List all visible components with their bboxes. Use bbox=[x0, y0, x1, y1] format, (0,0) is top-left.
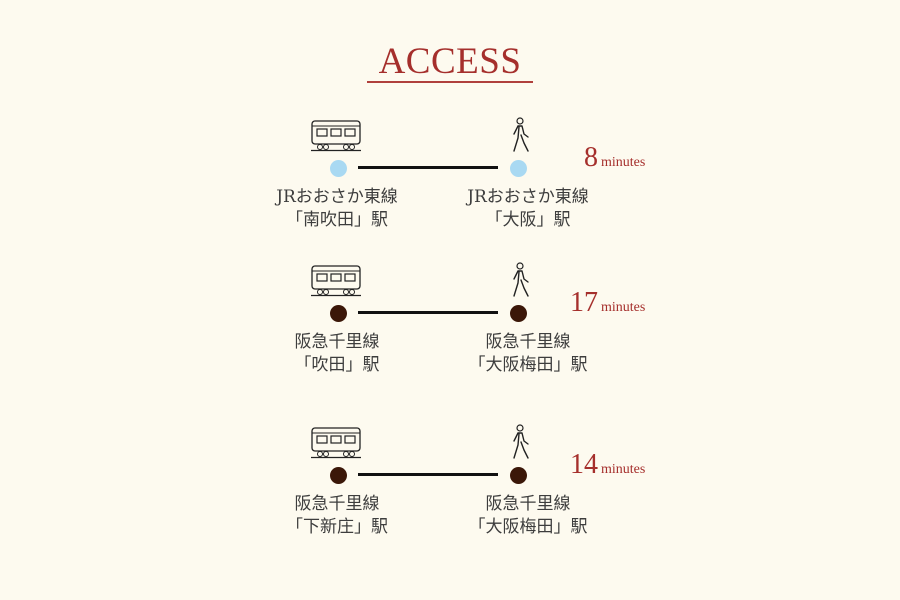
title-underline bbox=[367, 81, 533, 83]
destination-station: 「大阪」駅 bbox=[485, 210, 571, 230]
origin-station-label: 阪急千里線「下新庄」駅 bbox=[237, 493, 437, 539]
destination-station: 「大阪梅田」駅 bbox=[468, 355, 588, 375]
origin-line: JRおおさか東線 bbox=[276, 187, 398, 207]
destination-station-label: 阪急千里線「大阪梅田」駅 bbox=[428, 331, 628, 377]
train-icon bbox=[311, 265, 361, 297]
train-icon bbox=[311, 427, 361, 459]
minutes-unit: minutes bbox=[601, 462, 646, 477]
minutes-unit: minutes bbox=[601, 155, 646, 170]
origin-station-dot bbox=[330, 467, 347, 484]
minutes-value: 17 bbox=[570, 287, 598, 318]
destination-station-dot bbox=[510, 305, 527, 322]
page-title: ACCESS bbox=[378, 41, 522, 82]
minutes-value: 14 bbox=[570, 449, 598, 480]
origin-line: 阪急千里線 bbox=[294, 332, 380, 352]
origin-station: 「吹田」駅 bbox=[294, 355, 380, 375]
origin-station-label: JRおおさか東線「南吹田」駅 bbox=[237, 186, 437, 232]
destination-station-dot bbox=[510, 160, 527, 177]
destination-line: JRおおさか東線 bbox=[467, 187, 589, 207]
origin-station: 「下新庄」駅 bbox=[286, 517, 388, 537]
origin-station-label: 阪急千里線「吹田」駅 bbox=[237, 331, 437, 377]
origin-station-dot bbox=[330, 160, 347, 177]
destination-station-label: JRおおさか東線「大阪」駅 bbox=[428, 186, 628, 232]
destination-station: 「大阪梅田」駅 bbox=[468, 517, 588, 537]
minutes-value: 8 bbox=[584, 142, 598, 173]
destination-line: 阪急千里線 bbox=[485, 494, 571, 514]
route-line bbox=[358, 473, 498, 476]
walking-person-icon bbox=[513, 424, 529, 459]
walking-person-icon bbox=[513, 262, 529, 297]
origin-station-dot bbox=[330, 305, 347, 322]
route-line bbox=[358, 311, 498, 314]
train-icon bbox=[311, 120, 361, 152]
walking-person-icon bbox=[513, 117, 529, 152]
destination-station-label: 阪急千里線「大阪梅田」駅 bbox=[428, 493, 628, 539]
minutes-unit: minutes bbox=[601, 300, 646, 315]
origin-line: 阪急千里線 bbox=[294, 494, 380, 514]
destination-line: 阪急千里線 bbox=[485, 332, 571, 352]
destination-station-dot bbox=[510, 467, 527, 484]
origin-station: 「南吹田」駅 bbox=[286, 210, 388, 230]
route-line bbox=[358, 166, 498, 169]
